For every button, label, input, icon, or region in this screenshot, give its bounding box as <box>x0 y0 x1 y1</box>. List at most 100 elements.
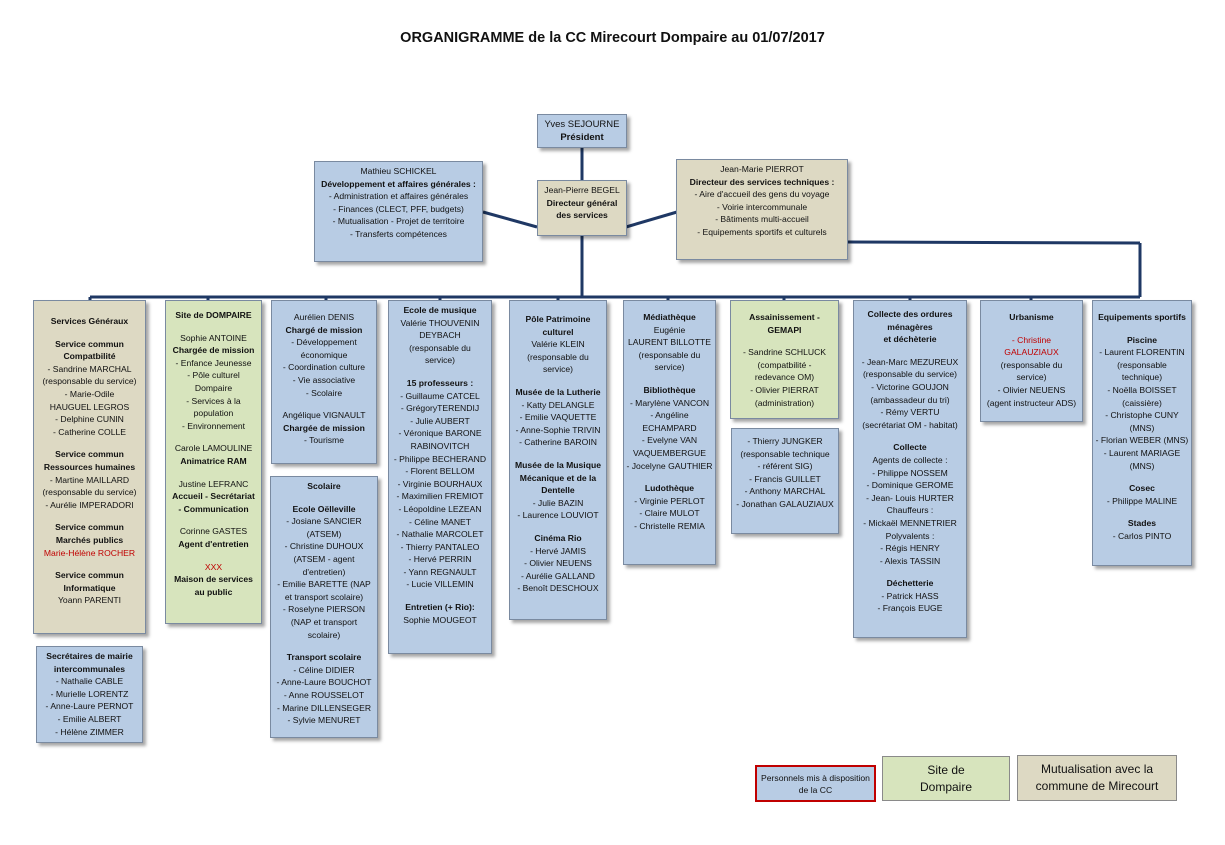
urbanisme-line: Urbanisme <box>1009 312 1054 322</box>
thierry-line: - Jonathan GALAUZIAUX <box>736 498 834 509</box>
spacer <box>1095 472 1189 482</box>
sports-line: Stades <box>1127 518 1157 529</box>
collecte-line: (responsable du service) <box>862 369 958 380</box>
scolaire-line: d'entretien) <box>302 566 346 577</box>
assainissement-line: - Sandrine SCHLUCK <box>742 347 827 358</box>
spacer <box>168 468 259 478</box>
legend-personnels-label: Personnels mis à disposition de la CC <box>761 772 870 795</box>
patrimoine-line: Mécanique et de la <box>519 472 597 483</box>
site-dompaire-line: Sophie ANTOINE <box>180 332 247 343</box>
dgs-line: Jean-Pierre BEGEL <box>544 185 620 195</box>
site-dompaire-line: - Enfance Jeunesse <box>175 357 252 368</box>
spacer <box>512 522 604 532</box>
secretaires-line: intercommunales <box>53 663 126 674</box>
mediatheque-line: - Evelyne VAN <box>641 435 698 446</box>
site-dompaire-line: Corinne GASTES <box>179 526 248 537</box>
aurelien-line: Aurélien DENIS <box>293 312 355 322</box>
mediatheque-line: Médiathèque <box>643 312 696 322</box>
legend-mutualisation-label: Mutualisation avec la commune de Mirecou… <box>1035 762 1159 793</box>
scolaire-line: - Anne-Laure BOUCHOT <box>276 677 372 688</box>
aurelien-line: Chargée de mission <box>283 422 365 433</box>
ecole-musique-line: RABINOVITCH <box>410 440 470 451</box>
collecte-line: - Alexis TASSIN <box>879 555 941 566</box>
spacer <box>983 324 1080 334</box>
collecte-line: - Dominique GEROME <box>866 480 954 491</box>
ecole-musique-line: - Léopoldine LEZEAN <box>398 503 482 514</box>
spacer <box>733 336 836 346</box>
scolaire-line: Scolaire <box>307 481 341 491</box>
spacer <box>36 328 143 338</box>
spacer <box>168 432 259 442</box>
services-generaux-line: Service commun <box>55 449 124 460</box>
legend-mutualisation: Mutualisation avec la commune de Mirecou… <box>1017 755 1177 801</box>
ecole-musique-line: - Virginie BOURHAUX <box>397 478 483 489</box>
urbanisme-line: - Olivier NEUENS <box>997 384 1066 395</box>
scolaire-line: - Emilie BARETTE (NAP <box>277 579 371 590</box>
patrimoine-line: Musée de la Musique <box>515 459 601 470</box>
ecole-musique-line: service) <box>424 355 456 366</box>
patrimoine-line: - Hervé JAMIS <box>530 545 586 556</box>
services-generaux-line: Compatbilité <box>63 351 116 362</box>
mediatheque-line: service) <box>654 362 685 373</box>
collecte-line: Chauffeurs : <box>886 505 934 516</box>
site-dompaire-line: - Services à la <box>186 395 241 406</box>
site-dompaire-line: Maison de services <box>174 574 253 585</box>
services-generaux-line: - Sandrine MARCHAL <box>47 363 132 374</box>
scolaire-line: - Anne ROUSSELOT <box>283 689 365 700</box>
services-generaux-line: Marie-Hélène ROCHER <box>43 547 136 558</box>
dga-line: Développement et affaires générales : <box>321 178 476 189</box>
patrimoine-line: Dentelle <box>541 485 575 496</box>
sports-line: - Carlos PINTO <box>1112 530 1172 541</box>
spacer <box>273 641 375 651</box>
site-dompaire-line: au public <box>194 586 233 597</box>
patrimoine-line: - Julie BAZIN <box>532 497 584 508</box>
patrimoine-line: - Katty DELANGLE <box>521 399 595 410</box>
sports-line: - Christophe CUNY <box>1105 410 1179 421</box>
assainissement-line: Assainissement - <box>749 312 820 322</box>
scolaire-line: (ATSEM) <box>306 528 342 539</box>
scolaire-line: - Sylvie MENURET <box>287 715 361 726</box>
ecole-musique-line: Ecole de musique <box>403 305 477 315</box>
dst-line: Jean-Marie PIERROT <box>720 164 804 174</box>
ecole-musique-line: - Nathalie MARCOLET <box>396 529 484 540</box>
thierry-line: - Francis GUILLET <box>749 473 821 484</box>
assainissement-line: redevance OM) <box>754 372 815 383</box>
sports-line: Cosec <box>1129 483 1155 494</box>
dst-line: - Bâtiments multi-accueil <box>715 214 809 225</box>
site-dompaire-line: Chargée de mission <box>172 345 255 356</box>
patrimoine-line: culturel <box>542 326 574 337</box>
ecole-musique-line: 15 professeurs : <box>406 377 474 388</box>
collecte-line: - Mickaël MENNETRIER <box>863 517 957 528</box>
spacer <box>168 515 259 525</box>
collecte-line: Polyvalents : <box>885 530 935 541</box>
services-generaux-line: - Aurélie IMPERADORI <box>45 499 134 510</box>
scolaire-line: - Roselyne PIERSON <box>282 604 366 615</box>
urbanisme-line: service) <box>1016 372 1047 383</box>
site-dompaire-line: Carole LAMOULINE <box>174 443 253 454</box>
ecole-musique-line: - GrégoryTERENDIJ <box>400 403 480 414</box>
dgs-line: des services <box>556 210 608 221</box>
collecte-line: - Philippe NOSSEM <box>872 467 948 478</box>
services-generaux-line: (responsable du service) <box>42 376 137 387</box>
sports-line: Equipements sportifs <box>1098 312 1186 322</box>
mediatheque-line: - Marylène VANCON <box>629 397 710 408</box>
collecte-line: - Victorine GOUJON <box>871 381 949 392</box>
ecole-musique-line: DEYBACH <box>419 330 461 341</box>
dga-line: - Mutualisation - Projet de territoire <box>332 216 465 227</box>
page-title: ORGANIGRAMME de la CC Mirecourt Dompaire… <box>400 30 825 46</box>
patrimoine-line: - Aurélie GALLAND <box>520 570 596 581</box>
sports-line: (MNS) <box>1129 422 1155 433</box>
secretaires-line: - Emilie ALBERT <box>57 713 122 724</box>
urbanisme-line: (responsable du <box>1000 359 1063 370</box>
services-generaux-line: Marchés publics <box>55 534 124 545</box>
mediatheque-line: VAQUEMBERGUE <box>633 447 706 458</box>
site-dompaire-line: - Environnement <box>181 420 246 431</box>
ecole-musique-line: - Céline MANET <box>408 516 472 527</box>
legend-site: Site de Dompaire <box>882 756 1010 801</box>
